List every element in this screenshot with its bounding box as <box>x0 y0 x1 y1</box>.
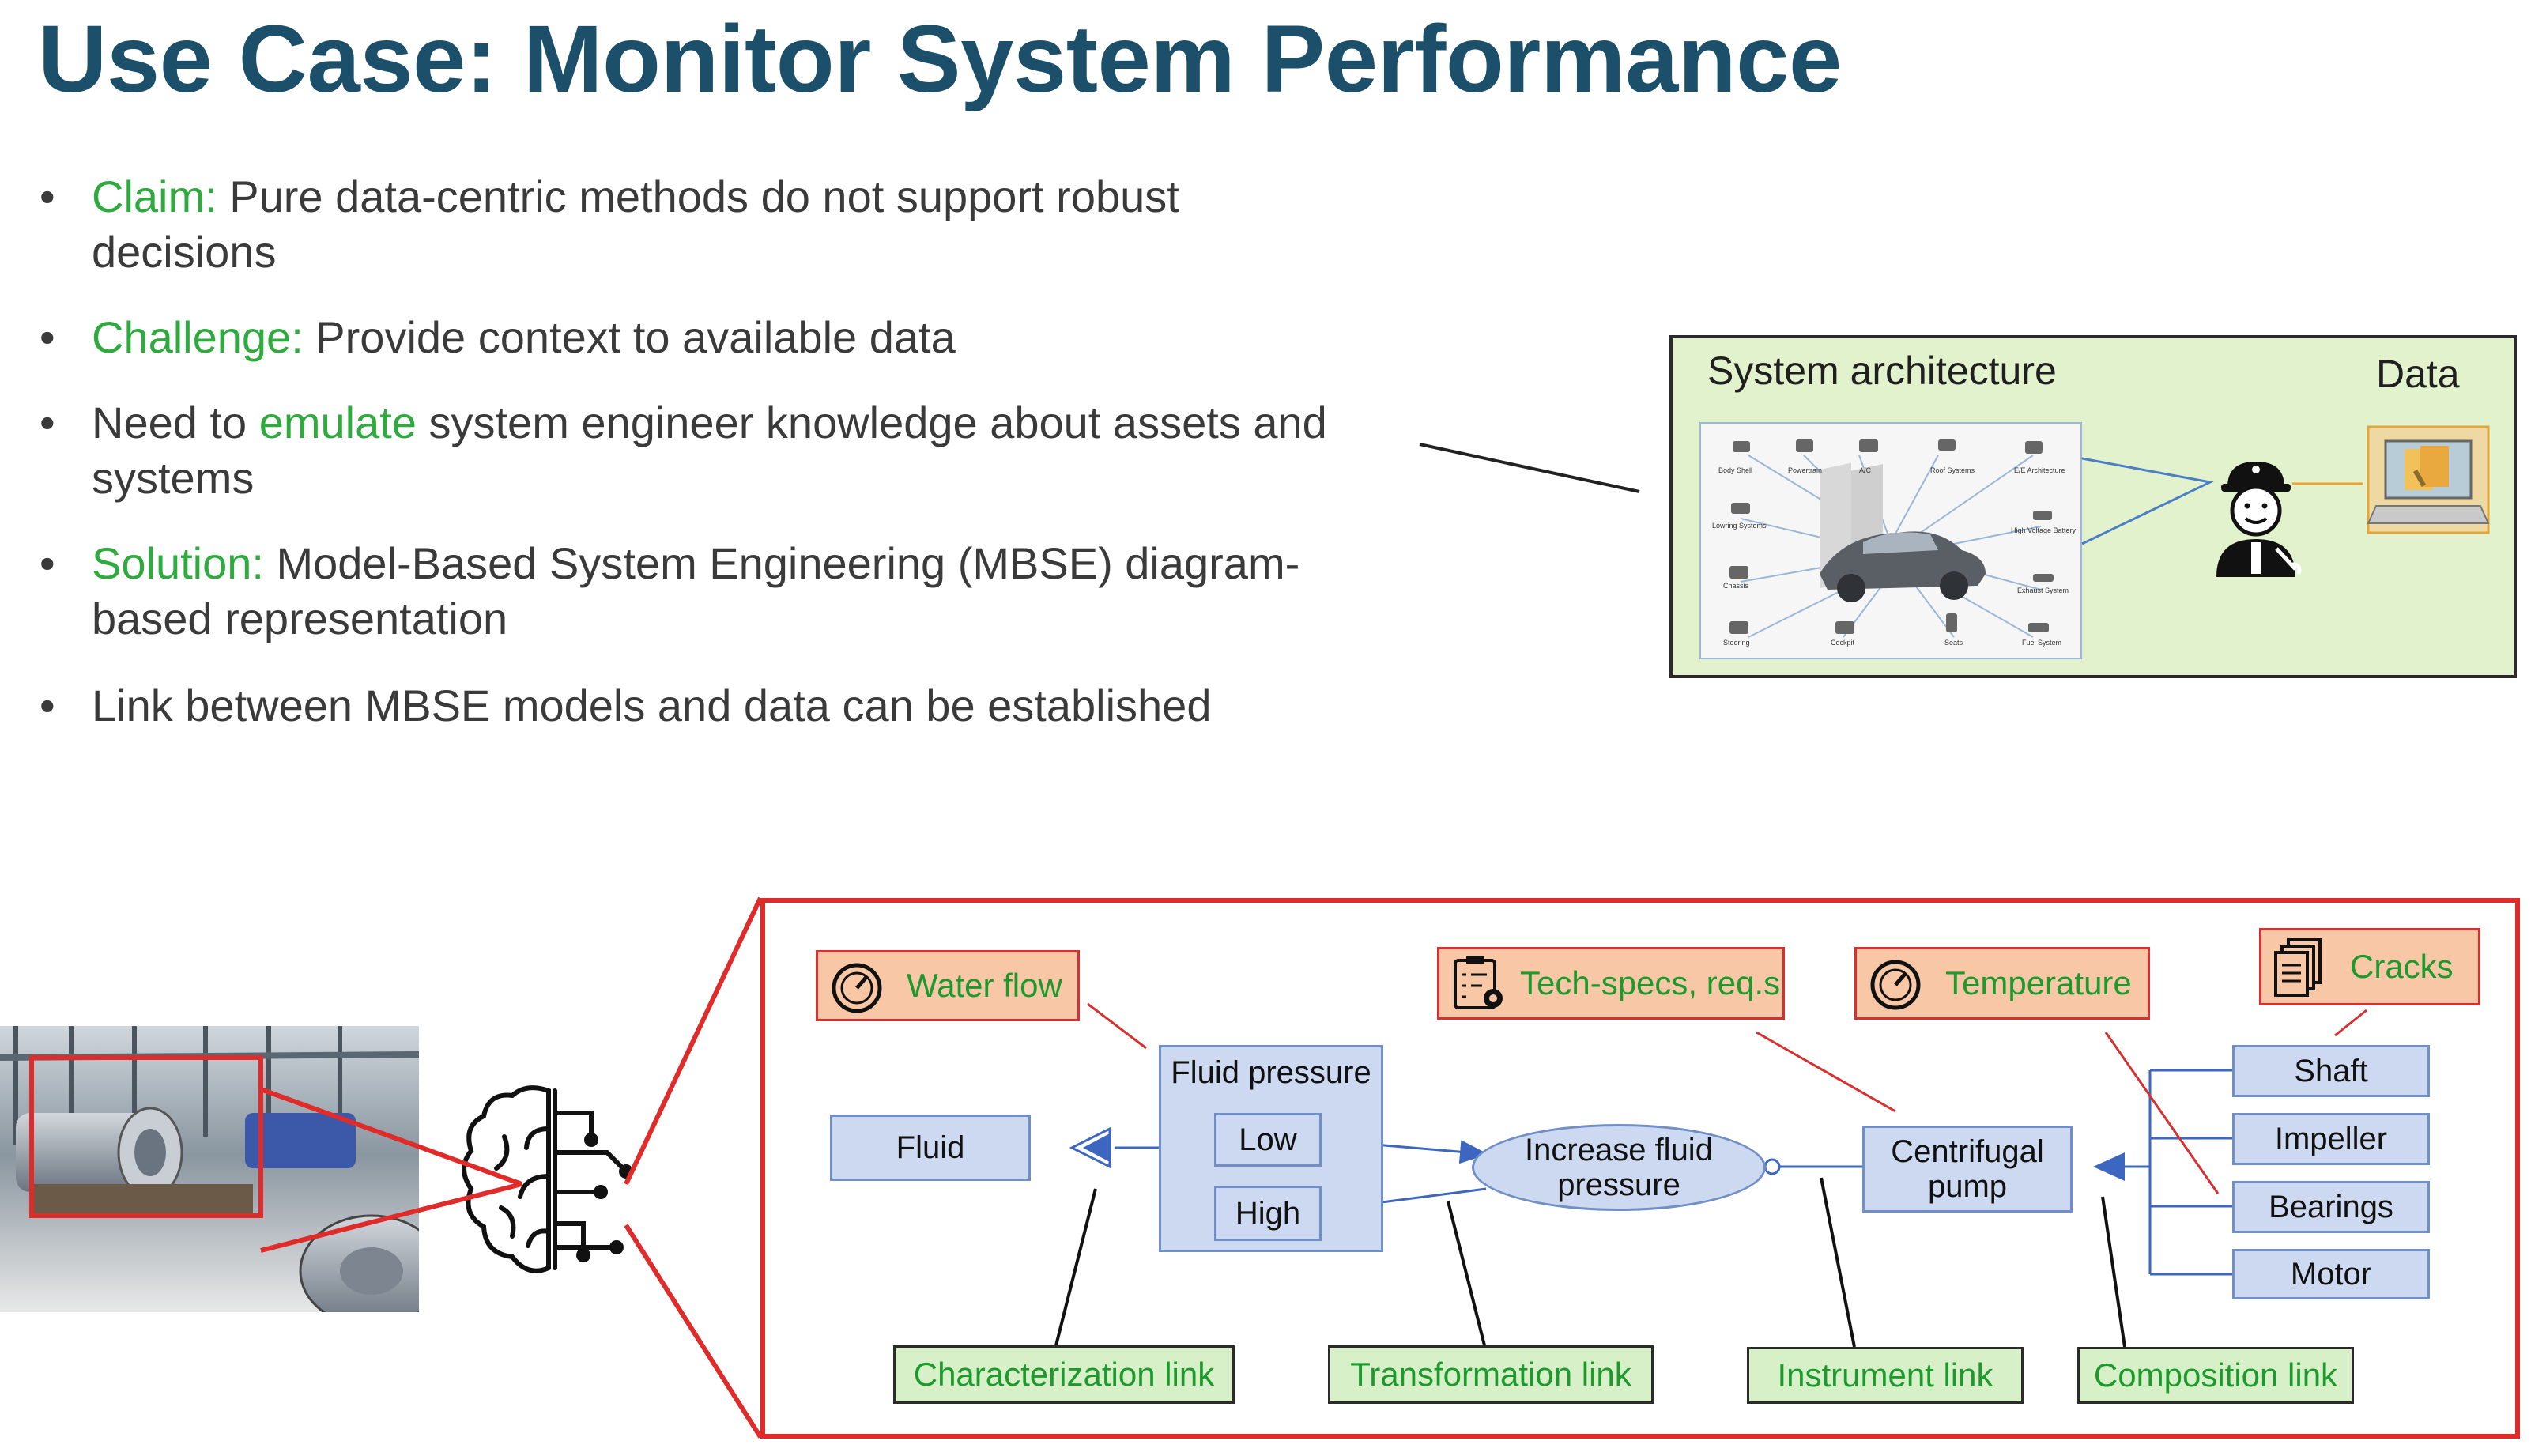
industrial-motor-photo <box>0 1026 419 1312</box>
bullet-text-cont: decisions <box>92 227 277 277</box>
component-label: E/E Architecture <box>2014 466 2065 474</box>
documents-icon <box>2274 938 2322 997</box>
bullet-text: Model-Based System Engineering (MBSE) di… <box>263 538 1300 588</box>
bullet-lead: Claim: <box>92 172 217 221</box>
tag-water-flow: Water flow <box>816 950 1080 1021</box>
gauge-icon <box>832 963 882 1013</box>
bullet-text: Provide context to available data <box>303 312 956 362</box>
tag-label: Tech-specs, req.s <box>1520 964 1781 1001</box>
component-label: Cockpit <box>1831 639 1855 647</box>
node-fluid: Fluid <box>830 1115 1031 1181</box>
bullet-text: system engineer knowledge about assets a… <box>416 398 1327 447</box>
node-bearings: Bearings <box>2232 1181 2430 1233</box>
tag-temperature: Temperature <box>1854 947 2150 1020</box>
component-label: A/C <box>1859 466 1872 474</box>
node-shaft: Shaft <box>2232 1045 2430 1097</box>
bullet-text-cont: based representation <box>92 594 508 643</box>
mechanic-icon <box>2216 462 2302 577</box>
bullet-lead: Challenge: <box>92 312 304 362</box>
node-low: Low <box>1214 1113 1322 1167</box>
component-label: Body Shell <box>1718 466 1753 474</box>
tag-label: Temperature <box>1945 964 2132 1001</box>
component-label: Powertrain <box>1788 466 1823 474</box>
bullet-lead: Solution: <box>92 538 264 588</box>
car-architecture-image: Body Shell Powertrain A/C Roof Systems E… <box>1699 422 2082 659</box>
bullet-pre: Need to <box>92 398 259 447</box>
node-increase-fluid-pressure: Increase fluid pressure <box>1472 1124 1766 1211</box>
node-centrifugal-pump: Centrifugal pump <box>1862 1126 2073 1213</box>
bullet-text: Pure data-centric methods do not support… <box>217 172 1179 221</box>
checklist-gear-icon <box>1454 956 1503 1009</box>
component-label: Chassis <box>1723 582 1749 590</box>
tag-cracks: Cracks <box>2259 928 2480 1005</box>
mbse-diagram-frame <box>760 898 2520 1439</box>
tag-label: Cracks <box>2350 948 2454 985</box>
component-label: Steering <box>1723 639 1750 647</box>
node-impeller: Impeller <box>2232 1113 2430 1165</box>
system-architecture-title: System architecture <box>1707 349 2057 393</box>
link-characterization: Characterization link <box>893 1345 1235 1404</box>
node-line: pressure <box>1557 1167 1680 1202</box>
gauge-icon <box>1870 960 1921 1010</box>
link-instrument: Instrument link <box>1747 1347 2024 1404</box>
node-line: Increase fluid <box>1525 1133 1713 1167</box>
component-label: Lowring Systems <box>1712 522 1767 530</box>
data-label: Data <box>2376 352 2460 396</box>
brain-circuit-icon <box>462 1085 633 1273</box>
component-label: High Voltage Battery <box>2011 526 2076 534</box>
car-icon <box>1729 439 2054 638</box>
node-line: pump <box>1927 1169 2008 1204</box>
bullet-text: Link between MBSE models and data can be… <box>92 681 1212 730</box>
node-line: Centrifugal <box>1891 1134 2044 1169</box>
link-composition: Composition link <box>2077 1347 2354 1404</box>
node-high: High <box>1214 1186 1322 1241</box>
node-motor: Motor <box>2232 1249 2430 1299</box>
component-label: Fuel System <box>2022 639 2062 647</box>
laptop-data-icon <box>2367 425 2490 534</box>
component-label: Seats <box>1944 639 1963 647</box>
tag-tech-specs: Tech-specs, req.s <box>1437 947 1785 1020</box>
bullet-lead: emulate <box>258 398 417 447</box>
component-label: Exhaust System <box>2017 587 2069 594</box>
bullet-text-cont: systems <box>92 453 255 503</box>
component-label: Roof Systems <box>1930 466 1975 474</box>
page-title: Use Case: Monitor System Performance <box>38 5 1842 112</box>
tag-label: Water flow <box>907 967 1062 1004</box>
link-transformation: Transformation link <box>1328 1345 1654 1404</box>
